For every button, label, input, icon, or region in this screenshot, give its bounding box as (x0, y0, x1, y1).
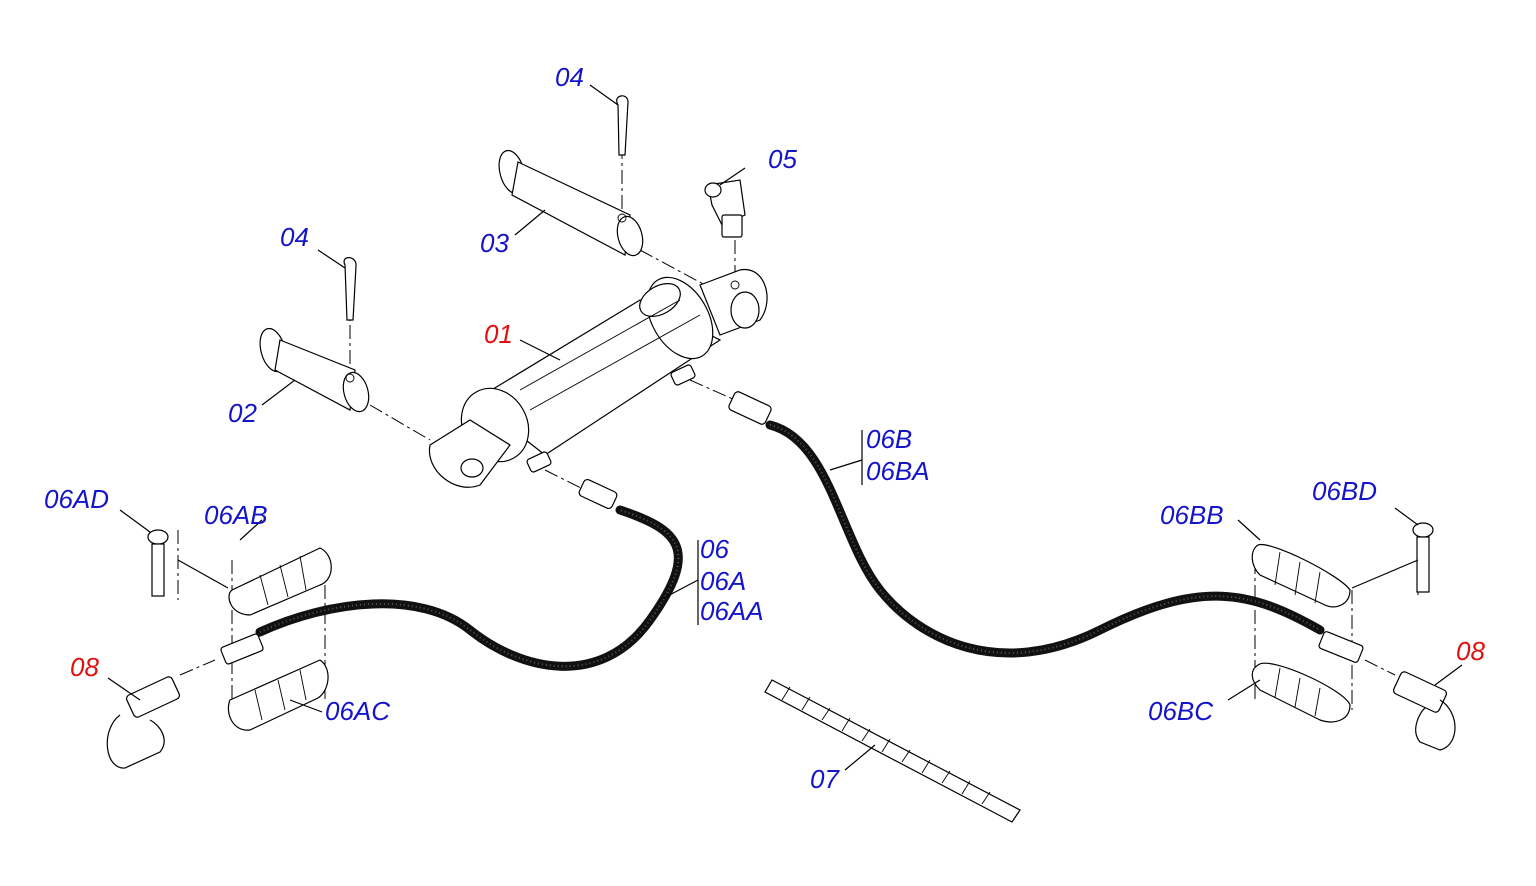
coupler-half-06BC (1251, 662, 1351, 723)
hose-06B (765, 420, 1325, 658)
label-04-left: 04 (280, 222, 309, 252)
screw-06BD (1412, 522, 1434, 593)
label-06BA: 06BA (866, 456, 930, 486)
coupler-half-06BB (1251, 543, 1351, 608)
callout-labels: 04 05 03 04 01 02 06B 06BA 06AD 06AB 06 … (44, 62, 1485, 794)
fitting-06A (578, 478, 618, 510)
label-06AD: 06AD (44, 484, 109, 514)
label-02: 02 (228, 398, 257, 428)
hose-end-06A (220, 633, 264, 665)
label-06B: 06B (866, 424, 912, 454)
cotter-pin-left (343, 257, 357, 321)
label-03: 03 (480, 228, 509, 258)
hose-end-06B (1318, 631, 1364, 663)
dust-plug-left (106, 676, 181, 769)
label-06BB: 06BB (1160, 500, 1224, 530)
hydraulic-cylinder (428, 269, 768, 488)
spiral-wrap (764, 679, 1021, 823)
label-07: 07 (810, 764, 840, 794)
center-lines (177, 120, 1419, 710)
hose-06A (255, 505, 683, 671)
label-06BC: 06BC (1148, 696, 1213, 726)
label-06A: 06A (700, 566, 746, 596)
pin-03 (498, 149, 644, 257)
label-06AA: 06AA (700, 596, 764, 626)
label-06AB: 06AB (204, 500, 268, 530)
coupler-half-06AB (228, 547, 332, 616)
label-01: 01 (484, 319, 513, 349)
label-06AC: 06AC (325, 696, 390, 726)
dust-plug-right (1392, 671, 1456, 751)
label-08-right: 08 (1456, 636, 1485, 666)
label-08-left: 08 (70, 652, 99, 682)
cotter-pin-top (616, 95, 629, 156)
fitting-06B (728, 391, 772, 425)
grease-fitting (704, 179, 746, 238)
coupler-half-06AC (227, 659, 329, 731)
leader-lines (107, 84, 1463, 771)
pin-02 (259, 327, 370, 413)
label-04-top: 04 (555, 62, 584, 92)
screw-06AD (147, 529, 169, 597)
label-06: 06 (700, 534, 729, 564)
label-05: 05 (768, 144, 797, 174)
label-06BD: 06BD (1312, 476, 1377, 506)
